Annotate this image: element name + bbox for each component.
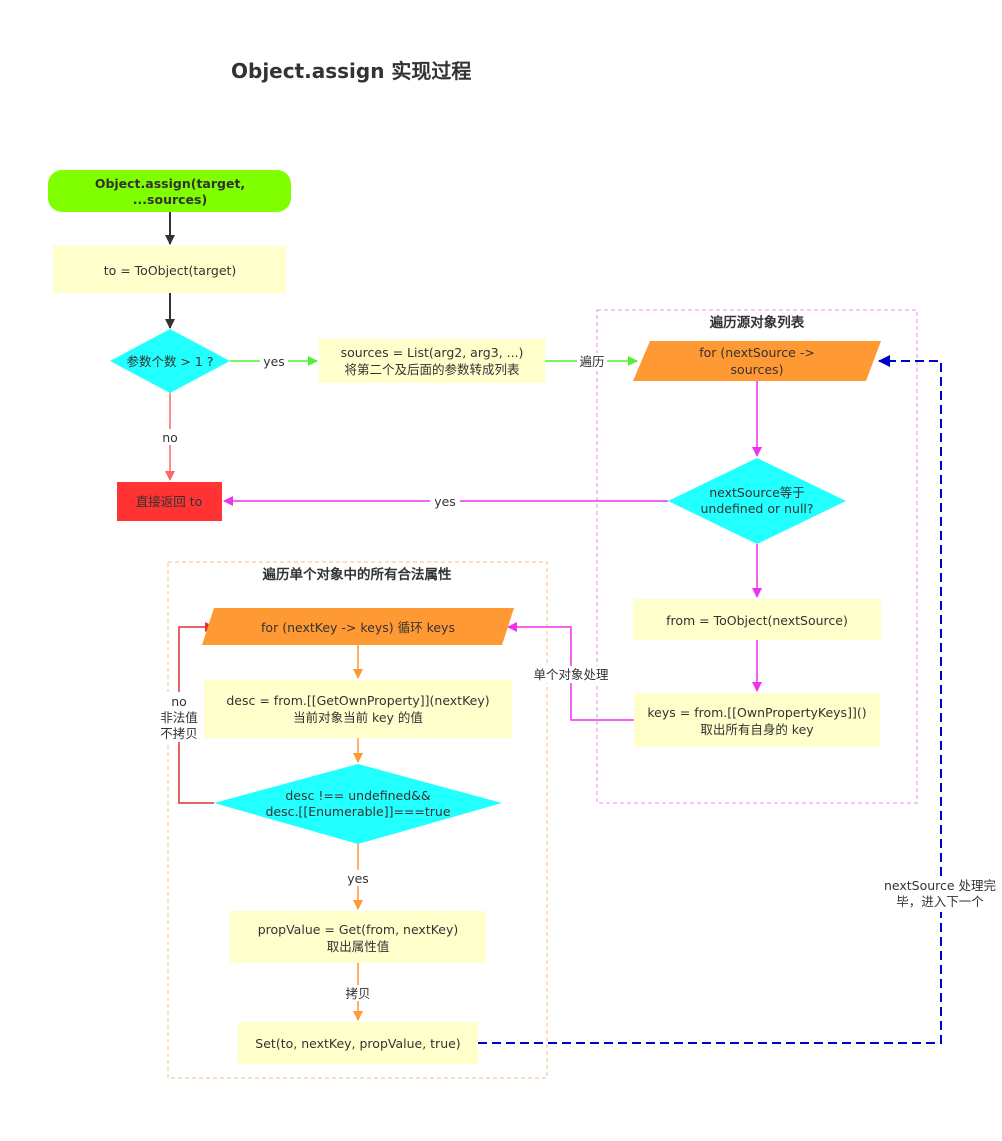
node-for-key bbox=[202, 608, 514, 645]
edge-label-no-enum-3: 不拷贝 bbox=[160, 726, 198, 741]
node-own-keys bbox=[634, 693, 880, 747]
edge-label-bg bbox=[260, 353, 288, 369]
node-get-desc-line-1: desc = from.[[GetOwnProperty]](nextKey) bbox=[226, 693, 489, 708]
node-sources-list-line-1: sources = List(arg2, arg3, ...) bbox=[341, 345, 524, 360]
edge-label-next-source-2: 毕，进入下一个 bbox=[896, 894, 984, 909]
edge-label-bg bbox=[154, 692, 204, 742]
edge-label-bg bbox=[158, 429, 182, 445]
node-return-to bbox=[117, 482, 222, 521]
node-from-object-text: from = ToObject(nextSource) bbox=[666, 613, 848, 628]
node-start bbox=[48, 170, 291, 212]
group-sources-loop-title: 遍历源对象列表 bbox=[709, 314, 805, 331]
node-null-check bbox=[668, 458, 846, 544]
node-for-source bbox=[633, 341, 881, 381]
node-to-object-text: to = ToObject(target) bbox=[104, 263, 237, 278]
node-sources-list bbox=[319, 339, 545, 383]
node-enum-check-line-2: desc.[[Enumerable]]===true bbox=[265, 804, 450, 819]
node-null-check-line-1: nextSource等于 bbox=[709, 485, 805, 500]
diagram-title: Object.assign 实现过程 bbox=[231, 59, 471, 83]
edge-next-source bbox=[478, 355, 942, 1044]
edge-label-copy: 拷贝 bbox=[345, 986, 370, 1001]
node-start-line-2: ...sources) bbox=[133, 192, 207, 207]
node-get-desc bbox=[204, 680, 512, 738]
node-get-value-line-1: propValue = Get(from, nextKey) bbox=[258, 922, 459, 937]
edge-label-bg bbox=[528, 666, 614, 683]
node-for-source-line-2: sources) bbox=[731, 362, 784, 377]
node-to-object bbox=[53, 246, 286, 293]
edge-label-bg bbox=[577, 353, 607, 369]
node-for-source-line-1: for (nextSource -> bbox=[699, 345, 815, 360]
edge-label-yes-enum: yes bbox=[347, 871, 369, 886]
node-set-value-text: Set(to, nextKey, propValue, true) bbox=[255, 1036, 460, 1051]
node-sources-list-line-2: 将第二个及后面的参数转成列表 bbox=[344, 362, 520, 377]
edge-label-yes-null: yes bbox=[434, 494, 456, 509]
node-get-desc-line-2: 当前对象当前 key 的值 bbox=[293, 710, 423, 725]
node-set-value bbox=[238, 1022, 478, 1064]
node-get-value bbox=[230, 911, 486, 963]
edge-label-bg bbox=[430, 493, 460, 509]
node-start-line-1: Object.assign(target, bbox=[95, 176, 245, 191]
edge-label-no-enum-1: no bbox=[171, 694, 187, 709]
node-from-object bbox=[633, 599, 881, 640]
edge-label-single-object: 单个对象处理 bbox=[533, 667, 609, 682]
node-enum-check bbox=[214, 764, 502, 844]
edge-label-yes-args: yes bbox=[263, 354, 285, 369]
node-enum-check-line-1: desc !== undefined&& bbox=[285, 788, 431, 803]
node-own-keys-line-2: 取出所有自身的 key bbox=[700, 722, 814, 737]
node-for-key-text: for (nextKey -> keys) 循环 keys bbox=[261, 620, 455, 635]
edge-label-no-enum-2: 非法值 bbox=[160, 710, 198, 725]
edge-label-no-args: no bbox=[162, 430, 178, 445]
group-sources-loop bbox=[596, 309, 918, 804]
group-keys-loop bbox=[167, 561, 548, 1079]
edge-label-traverse: 遍历 bbox=[579, 354, 604, 369]
node-args-check bbox=[110, 329, 230, 393]
group-keys-loop-title: 遍历单个对象中的所有合法属性 bbox=[262, 566, 452, 583]
edge-label-bg bbox=[343, 870, 373, 886]
edge-label-next-source-1: nextSource 处理完 bbox=[884, 878, 996, 893]
node-get-value-line-2: 取出属性值 bbox=[327, 939, 390, 954]
node-args-check-text: 参数个数 > 1 ? bbox=[127, 354, 214, 369]
node-null-check-line-2: undefined or null? bbox=[700, 501, 813, 516]
node-return-to-text: 直接返回 to bbox=[136, 494, 203, 509]
edge-label-bg bbox=[880, 876, 1002, 912]
node-own-keys-line-1: keys = from.[[OwnPropertyKeys]]() bbox=[647, 705, 866, 720]
edge-label-bg bbox=[342, 985, 374, 1001]
